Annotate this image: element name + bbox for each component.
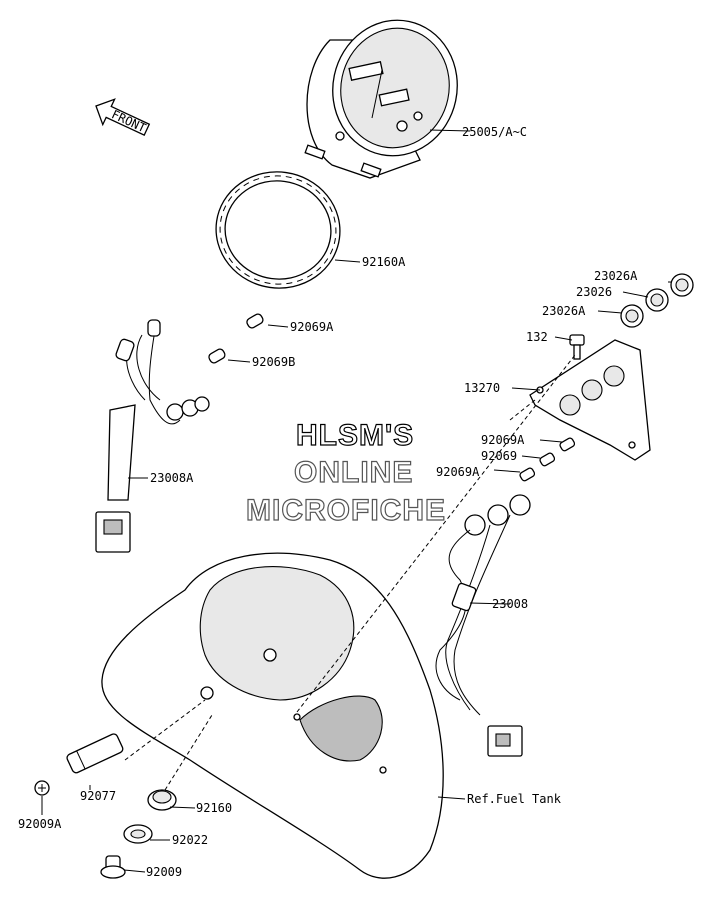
label-meter-assembly: 25005/A~C	[462, 125, 527, 139]
label-ref-fuel-tank: Ref.Fuel Tank	[467, 792, 562, 806]
bulb-a-top	[246, 313, 264, 329]
watermark: HLSM'S ONLINE MICROFICHE	[245, 418, 446, 527]
watermark-line3: MICROFICHE	[246, 494, 446, 527]
label-bolt-132: 132	[526, 330, 548, 344]
label-meter-ring: 92160A	[362, 255, 406, 269]
grommet-92160	[147, 789, 177, 811]
label-bulb-b: 92069B	[252, 355, 295, 369]
label-cap-a-top: 23026A	[594, 269, 638, 283]
screw-92009	[100, 855, 126, 879]
label-screw-a: 92009A	[18, 817, 62, 831]
label-bulb-right: 92069	[481, 449, 517, 463]
watermark-line2: ONLINE	[294, 456, 413, 489]
front-arrow: FRONT	[95, 98, 151, 136]
bulb-b	[208, 348, 226, 364]
front-arrow-text: FRONT	[109, 107, 148, 135]
label-grommet: 92160	[196, 801, 232, 815]
bolt-132	[569, 334, 585, 360]
label-bulb-a-right2: 92069A	[436, 465, 480, 479]
washer-92022	[123, 824, 153, 844]
harness-left	[95, 319, 210, 553]
label-collar: 92077	[80, 789, 116, 803]
label-bracket: 13270	[464, 381, 500, 395]
meter-assembly	[304, 19, 458, 179]
label-bulb-a-top: 92069A	[290, 320, 334, 334]
part-labels: 25005/A~C 92160A 92069A 92069B 23008A 23…	[18, 125, 638, 879]
meter-cover	[101, 552, 444, 879]
label-cap-mid: 23026	[576, 285, 612, 299]
screw-92009a	[34, 780, 50, 796]
bulbs-right	[519, 437, 576, 482]
label-cap-a-bottom: 23026A	[542, 304, 586, 318]
label-harness-left: 23008A	[150, 471, 194, 485]
label-harness-right: 23008	[492, 597, 528, 611]
meter-ring	[215, 171, 341, 289]
label-screw: 92009	[146, 865, 182, 879]
watermark-line1: HLSM'S	[296, 419, 414, 452]
label-bulb-a-right1: 92069A	[481, 433, 525, 447]
bracket-13270	[529, 339, 651, 461]
indicator-caps	[620, 273, 694, 328]
harness-right	[435, 494, 531, 757]
leader-lines	[41, 129, 672, 873]
label-washer: 92022	[172, 833, 208, 847]
collar-92077	[66, 733, 124, 774]
